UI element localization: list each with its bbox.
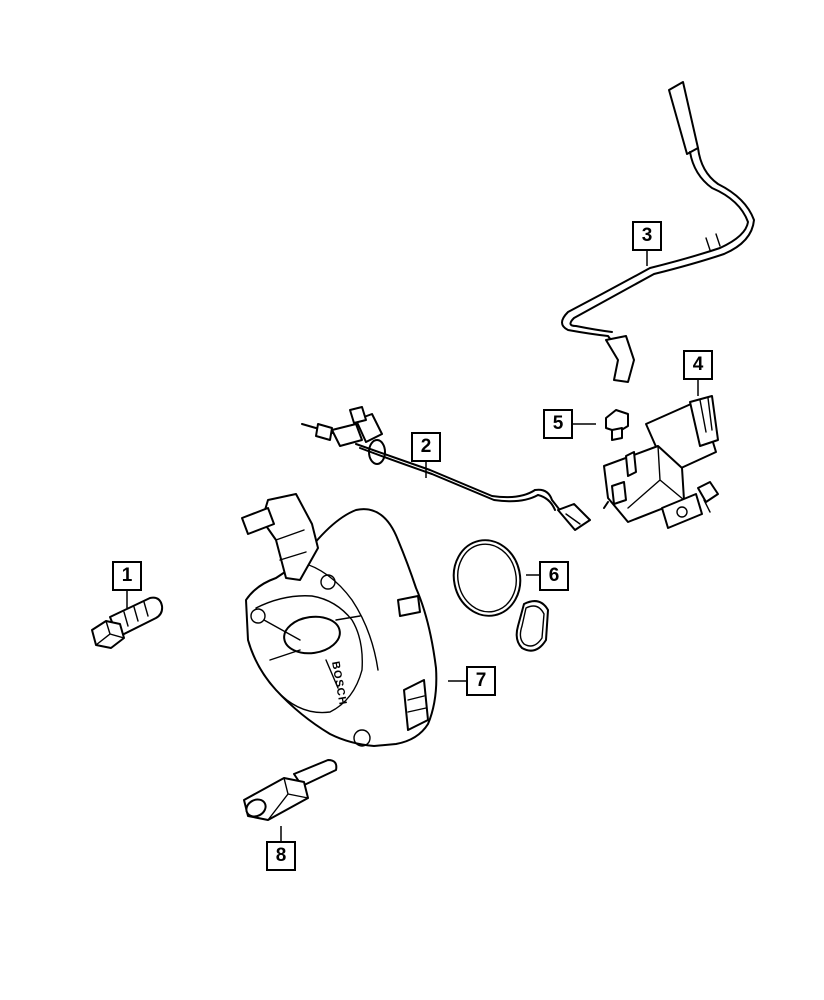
sensor-wire-harness	[301, 406, 591, 531]
callout-7: 7	[466, 666, 496, 696]
callout-1: 1	[112, 561, 142, 591]
callout-5: 5	[543, 409, 573, 439]
solenoid-valve	[603, 395, 719, 529]
o-ring-seals	[452, 539, 549, 652]
callout-4: 4	[683, 350, 713, 380]
callout-8: 8	[266, 841, 296, 871]
hex-stud	[243, 759, 338, 821]
mounting-screw	[605, 409, 629, 441]
flange-bolt	[91, 596, 164, 649]
callout-2: 2	[411, 432, 441, 462]
leader-lines	[126, 251, 699, 841]
vacuum-pump	[241, 493, 438, 747]
callout-6: 6	[539, 561, 569, 591]
callout-3: 3	[632, 221, 662, 251]
vacuum-hose-line	[561, 81, 755, 383]
